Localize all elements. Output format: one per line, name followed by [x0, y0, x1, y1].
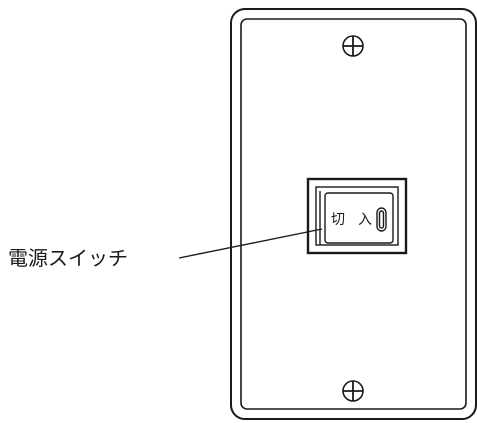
switch-frame	[306, 177, 408, 255]
switch-bezel	[315, 186, 399, 246]
rocker-button[interactable]	[324, 192, 394, 244]
indicator-lamp-inner	[378, 210, 385, 229]
power-switch[interactable]: 切 入	[306, 177, 408, 255]
switch-on-label: 入	[358, 212, 372, 228]
wall-plate-inner-border	[240, 18, 467, 410]
callout-leader-line	[178, 228, 323, 259]
wall-plate	[230, 8, 477, 420]
top-screw-icon	[342, 35, 364, 57]
power-switch-label: 電源スイッチ	[8, 246, 128, 270]
bottom-screw-icon	[342, 380, 364, 402]
wall-plate-outer-frame	[230, 8, 477, 420]
switch-off-label: 切	[331, 212, 345, 228]
